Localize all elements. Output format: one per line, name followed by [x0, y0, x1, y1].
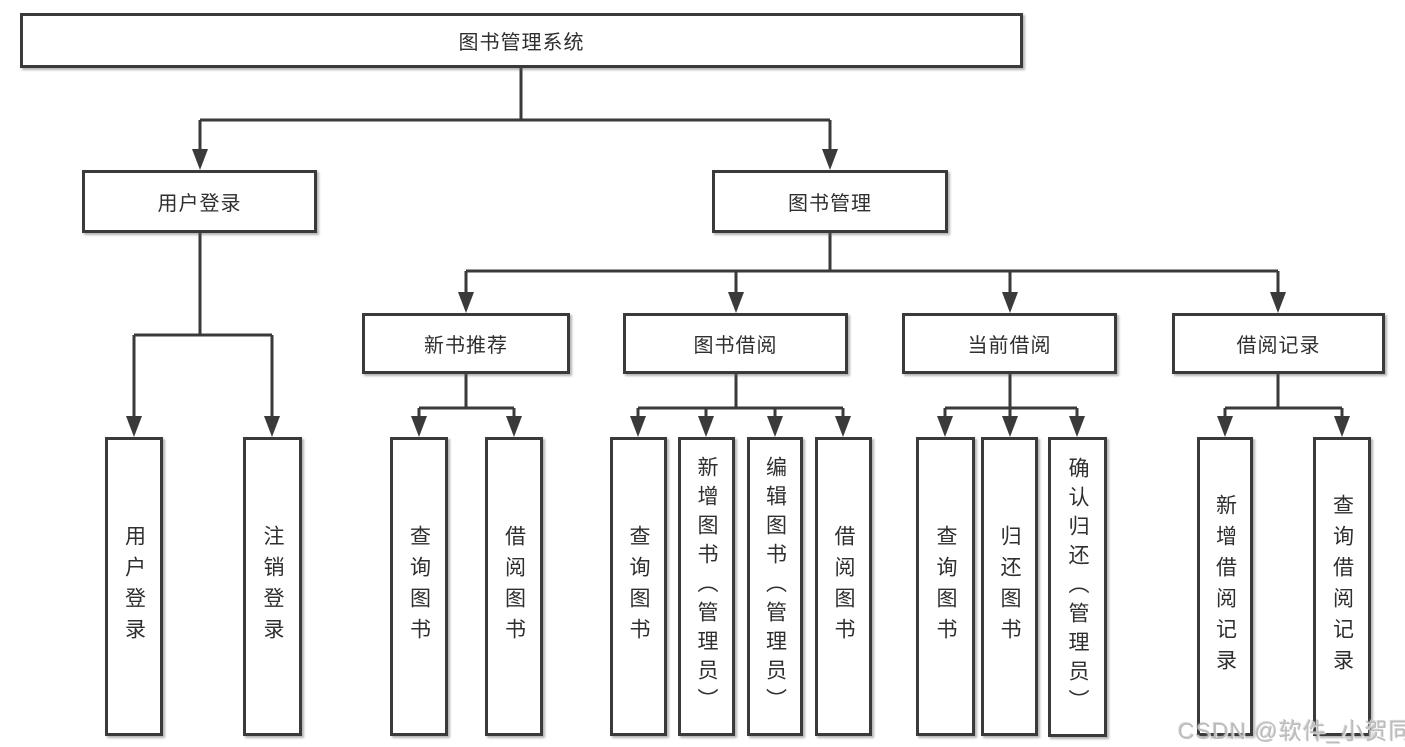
leaf-borrow-books-borrowing: 借阅图书	[815, 437, 872, 736]
leaf-user-login: 用户登录	[105, 437, 163, 736]
node-user-login: 用户登录	[82, 170, 317, 233]
node-new-book-recommendation: 新书推荐	[362, 313, 570, 374]
watermark: CSDN @软件_小贺同学	[1178, 718, 1405, 744]
node-borrowing-records: 借阅记录	[1172, 313, 1385, 374]
leaf-query-borrow-record: 查询借阅记录	[1313, 437, 1371, 736]
leaf-query-books-recommend: 查询图书	[390, 437, 448, 736]
leaf-query-books-borrowing: 查询图书	[610, 437, 667, 736]
leaf-borrow-books-recommend: 借阅图书	[485, 437, 543, 736]
node-current-borrowing: 当前借阅	[902, 313, 1117, 374]
node-library-management-system: 图书管理系统	[20, 13, 1023, 68]
leaf-confirm-return-admin: 确认归还（管理员）	[1048, 437, 1107, 737]
leaf-logout: 注销登录	[243, 437, 302, 736]
leaf-return-books: 归还图书	[981, 437, 1038, 736]
leaf-add-books-admin: 新增图书（管理员）	[678, 437, 735, 736]
node-book-borrowing: 图书借阅	[623, 313, 848, 374]
leaf-query-books-current: 查询图书	[916, 437, 975, 736]
leaf-edit-books-admin: 编辑图书（管理员）	[747, 437, 803, 736]
node-book-management: 图书管理	[712, 170, 948, 233]
leaf-add-borrow-record: 新增借阅记录	[1197, 437, 1253, 736]
